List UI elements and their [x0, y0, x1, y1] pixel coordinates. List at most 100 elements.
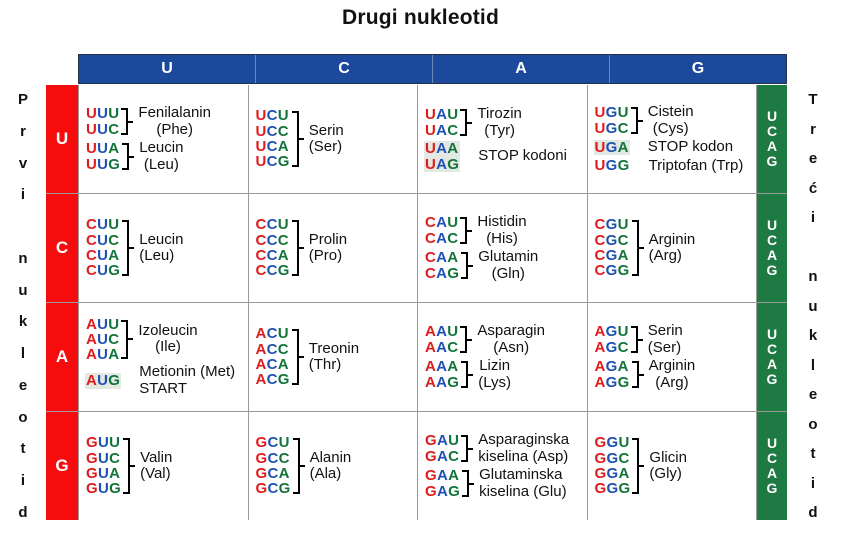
codon-guc[interactable]: GUC — [85, 451, 122, 466]
codon-caa[interactable]: CAA — [424, 250, 460, 265]
codon-cgu[interactable]: CGU — [594, 217, 631, 232]
codon-ugu[interactable]: UGU — [594, 105, 630, 120]
codon-aga[interactable]: AGA — [594, 359, 631, 374]
codon-cga[interactable]: CGA — [594, 248, 631, 263]
codon-ggg[interactable]: GGG — [594, 481, 632, 496]
codon-gcu[interactable]: GCU — [255, 435, 292, 450]
codon-gca[interactable]: GCA — [255, 466, 292, 481]
codon-gac[interactable]: GAC — [424, 448, 460, 464]
first-nucleotide-c[interactable]: C — [46, 194, 78, 302]
codon-cag[interactable]: CAG — [424, 265, 460, 281]
codon-guu[interactable]: GUU — [85, 435, 122, 450]
third-nucleotide-u[interactable]: U — [766, 434, 778, 451]
third-nucleotide-c[interactable]: C — [766, 231, 778, 248]
third-nucleotide-g[interactable]: G — [766, 371, 778, 388]
codon-ccg[interactable]: CCG — [255, 263, 291, 278]
third-nucleotide-g[interactable]: G — [766, 153, 778, 170]
codon-acg[interactable]: ACG — [255, 372, 291, 387]
codon-cca[interactable]: CCA — [255, 248, 291, 263]
codon-ucc[interactable]: UCC — [255, 124, 291, 139]
column-header-c[interactable]: C — [256, 55, 433, 83]
codon-agu[interactable]: AGU — [594, 324, 630, 339]
third-nucleotide-u[interactable]: U — [766, 216, 778, 233]
codon-gug[interactable]: GUG — [85, 481, 122, 496]
codon-gcg[interactable]: GCG — [255, 481, 292, 496]
codon-aua[interactable]: AUA — [85, 347, 120, 362]
codon-cua[interactable]: CUA — [85, 248, 121, 263]
codon-gaa[interactable]: GAA — [424, 468, 461, 483]
codon-ccu[interactable]: CCU — [255, 217, 291, 232]
codon-aag[interactable]: AAG — [424, 374, 460, 390]
codon-uug[interactable]: UUG — [85, 156, 121, 172]
codon-uau[interactable]: UAU — [424, 107, 459, 122]
codon-cuu[interactable]: CUU — [85, 217, 121, 232]
third-nucleotide-c[interactable]: C — [766, 340, 778, 357]
third-nucleotide-u[interactable]: U — [766, 107, 778, 124]
codon-gua[interactable]: GUA — [85, 466, 122, 481]
codon-auc[interactable]: AUC — [85, 332, 120, 347]
first-nucleotide-g[interactable]: G — [46, 412, 78, 520]
third-nucleotide-a[interactable]: A — [766, 247, 778, 263]
column-header-u[interactable]: U — [79, 55, 256, 83]
third-nucleotide-a[interactable]: A — [766, 356, 778, 372]
third-nucleotide-u[interactable]: U — [766, 325, 778, 342]
codon-agc[interactable]: AGC — [594, 339, 630, 355]
codon-cgg[interactable]: CGG — [594, 263, 631, 278]
column-header-a[interactable]: A — [433, 55, 610, 83]
third-nucleotide-a[interactable]: A — [766, 138, 778, 154]
codon-ccc[interactable]: CCC — [255, 233, 291, 248]
codon-uua[interactable]: UUA — [85, 141, 121, 156]
codon-uga[interactable]: UGA — [593, 139, 630, 155]
codon-uuu[interactable]: UUU — [85, 106, 120, 121]
codon-acu[interactable]: ACU — [255, 326, 291, 341]
codon-ucu[interactable]: UCU — [255, 108, 291, 123]
codon-cac[interactable]: CAC — [424, 230, 459, 246]
codon-ggc[interactable]: GGC — [594, 451, 632, 466]
codon-ggu[interactable]: GGU — [594, 435, 632, 450]
codon-ugg[interactable]: UGG — [594, 158, 631, 173]
codon-gcc[interactable]: GCC — [255, 451, 292, 466]
codon-ucg[interactable]: UCG — [255, 154, 291, 169]
codon-aca[interactable]: ACA — [255, 357, 291, 372]
codon-uuc[interactable]: UUC — [85, 121, 120, 137]
column-header-g[interactable]: G — [691, 60, 705, 77]
codon-cgc[interactable]: CGC — [594, 233, 631, 248]
codon-aac[interactable]: AAC — [424, 339, 459, 355]
codon-gau[interactable]: GAU — [424, 433, 460, 448]
codon-cau[interactable]: CAU — [424, 215, 459, 230]
codon-uaa[interactable]: UAA — [424, 141, 461, 157]
codon-uca[interactable]: UCA — [255, 139, 291, 154]
third-nucleotide-c[interactable]: C — [766, 122, 778, 139]
third-nucleotide-g[interactable]: G — [766, 480, 778, 497]
codon-cuc[interactable]: CUC — [85, 233, 121, 248]
codon-ugc[interactable]: UGC — [594, 120, 630, 136]
codon-gag[interactable]: GAG — [424, 483, 461, 499]
first-nucleotide-u[interactable]: U — [46, 85, 78, 193]
codon-cug[interactable]: CUG — [85, 263, 121, 278]
codon-agg[interactable]: AGG — [594, 374, 631, 390]
codon-aaa[interactable]: AAA — [424, 359, 460, 374]
third-nucleotide-g[interactable]: G — [766, 262, 778, 279]
codon-aug[interactable]: AUG — [85, 373, 122, 389]
codon-uac[interactable]: UAC — [424, 123, 459, 138]
codon-gga[interactable]: GGA — [594, 466, 632, 481]
codon-auu[interactable]: AUU — [85, 316, 120, 332]
